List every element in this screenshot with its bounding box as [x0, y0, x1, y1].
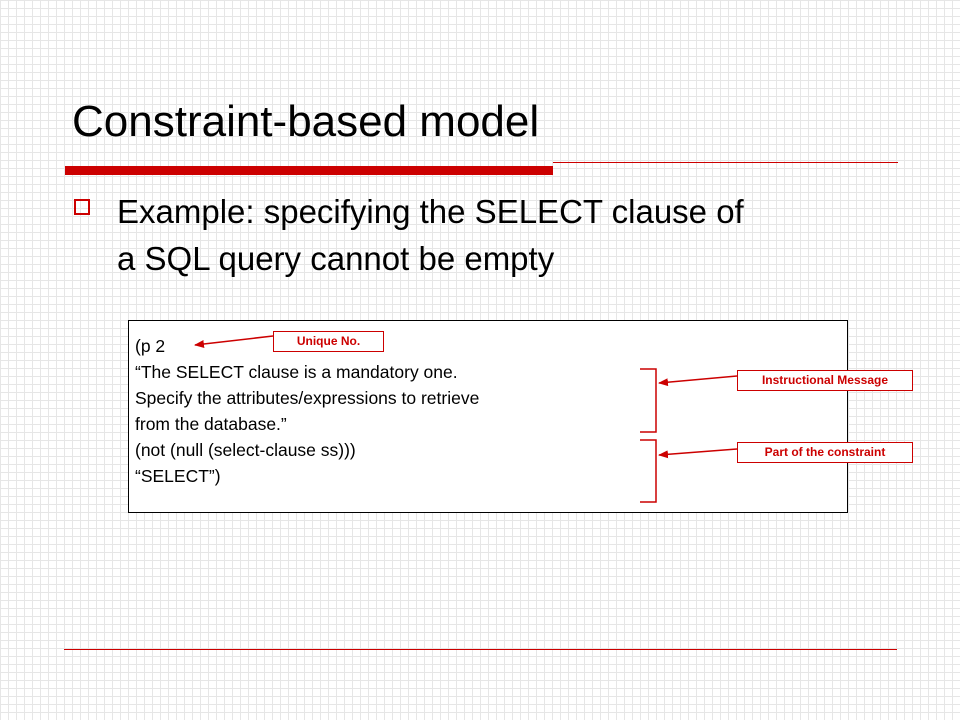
part-of-constraint-arrow [658, 448, 738, 459]
code-line-unique-number: (p 2 [135, 336, 166, 356]
square-bullet-icon [74, 199, 90, 215]
code-line-message-3: from the database.” [135, 414, 287, 434]
code-line-message-2: Specify the attributes/expressions to re… [135, 388, 480, 408]
title-underline-thick [65, 166, 553, 175]
code-line-constraint-2: “SELECT”) [135, 466, 221, 486]
unique-no-arrow [194, 335, 274, 348]
bullet-text-line-2: a SQL query cannot be empty [117, 240, 555, 277]
constraint-code: (p 2 “The SELECT clause is a mandatory o… [135, 333, 479, 489]
part-of-constraint-label: Part of the constraint [737, 442, 913, 463]
instructional-message-label: Instructional Message [737, 370, 913, 391]
unique-no-label: Unique No. [273, 331, 384, 352]
constraint-code-box [128, 320, 848, 513]
code-line-message-1: “The SELECT clause is a mandatory one. [135, 362, 458, 382]
message-bracket [640, 368, 657, 433]
instructional-message-arrow [658, 375, 738, 387]
slide-title: Constraint-based model [72, 97, 540, 146]
footer-rule [64, 649, 897, 650]
constraint-bracket [640, 439, 657, 503]
code-line-constraint-1: (not (null (select-clause ss))) [135, 440, 356, 460]
title-underline-thin [553, 162, 898, 163]
bullet-text: Example: specifying the SELECT clause of… [117, 188, 744, 282]
bullet-text-line-1: Example: specifying the SELECT clause of [117, 193, 744, 230]
